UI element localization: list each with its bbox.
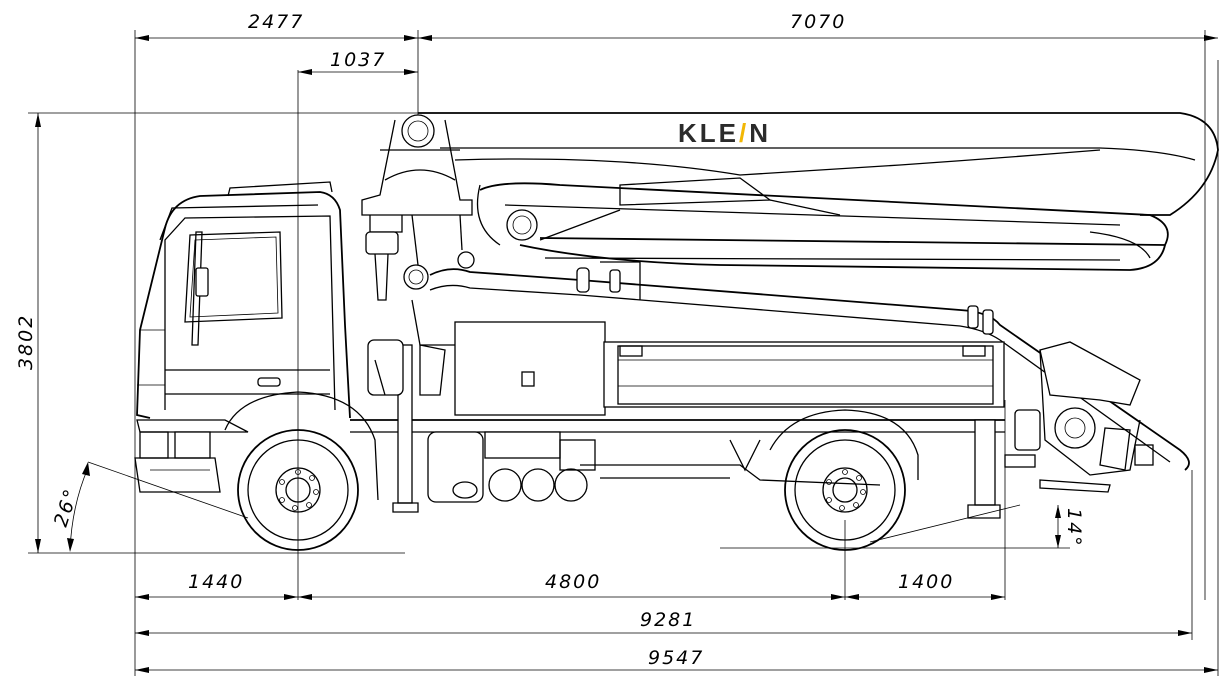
dim-departure-angle: 14° bbox=[1063, 508, 1085, 548]
dim-approach-angle: 26° bbox=[50, 485, 83, 530]
dim-top-left: 2477 bbox=[248, 11, 304, 33]
rear-wheel bbox=[784, 429, 906, 551]
dimension-lines bbox=[28, 30, 1219, 676]
boom-pivot-second bbox=[506, 209, 538, 241]
rear-pump-unit bbox=[1004, 341, 1154, 493]
body bbox=[367, 321, 1005, 503]
front-wheel bbox=[237, 429, 359, 551]
chassis bbox=[224, 344, 1005, 519]
dim-total-length: 9547 bbox=[648, 647, 704, 669]
boom-pivot-pipe bbox=[403, 264, 429, 290]
dim-pivot-offset: 1037 bbox=[330, 49, 386, 71]
cab bbox=[134, 181, 351, 493]
boom-pivot-top bbox=[401, 114, 435, 148]
dim-rear-overhang: 1400 bbox=[898, 571, 954, 593]
dim-height: 3802 bbox=[15, 314, 37, 370]
turret bbox=[361, 119, 473, 346]
brand-logo: KLE/N bbox=[678, 118, 771, 148]
dim-top-right: 7070 bbox=[790, 11, 846, 33]
boom-arm bbox=[401, 112, 1219, 471]
dim-wheelbase: 4800 bbox=[545, 571, 601, 593]
dim-front-overhang: 1440 bbox=[188, 571, 244, 593]
dim-chassis-length: 9281 bbox=[640, 609, 696, 631]
